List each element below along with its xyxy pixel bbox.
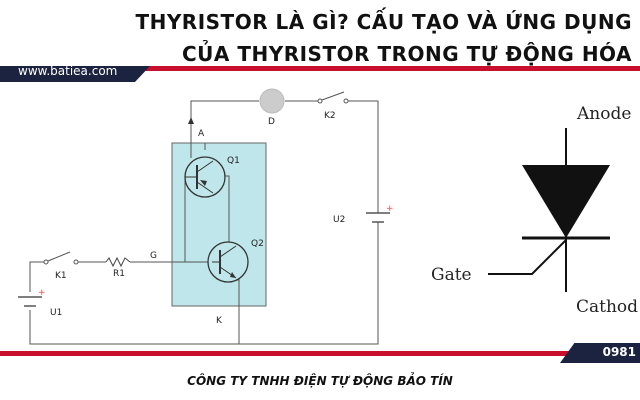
lamp-d	[259, 88, 285, 114]
label-k2: K2	[324, 111, 336, 121]
transistor-q1	[184, 156, 226, 198]
gate-label: Gate	[431, 265, 472, 285]
u2-plus-sign: +	[386, 204, 394, 214]
resistor-r1	[105, 256, 131, 268]
phone-number[interactable]: 0981	[602, 345, 636, 359]
bottom-banner-bar	[0, 343, 640, 363]
circuit-wires	[29, 100, 379, 345]
title-line-2: CỦA THYRISTOR TRONG TỰ ĐỘNG HÓA	[181, 42, 632, 66]
source-u1	[18, 296, 42, 307]
top-red-stripe	[0, 66, 640, 71]
anode-label: Anode	[576, 104, 631, 124]
anode-arrow	[188, 117, 194, 124]
company-name: CÔNG TY TNHH ĐIỆN TỰ ĐỘNG BẢO TÍN	[187, 374, 453, 388]
title-line-1: THYRISTOR LÀ GÌ? CẤU TẠO VÀ ỨNG DỤNG	[135, 10, 632, 34]
top-navy-tab	[0, 66, 150, 82]
label-d: D	[268, 117, 275, 127]
transistor-q2	[207, 241, 249, 283]
label-q1: Q1	[227, 156, 240, 166]
website-link[interactable]: www.batiea.com	[18, 64, 118, 78]
u1-plus-sign: +	[38, 288, 46, 298]
label-k: K	[216, 316, 223, 326]
switch-k2	[317, 91, 349, 104]
label-a: A	[198, 129, 205, 139]
thyristor-symbol	[488, 128, 610, 292]
label-u1: U1	[50, 308, 62, 318]
label-r1: R1	[113, 269, 125, 279]
label-k1: K1	[55, 271, 67, 281]
top-banner-bar	[0, 66, 640, 82]
label-g: G	[150, 251, 157, 261]
cathode-label: Cathod	[576, 297, 638, 317]
bottom-red-stripe	[0, 351, 640, 356]
bottom-navy-tab	[560, 343, 640, 363]
source-u2	[366, 198, 390, 240]
switch-k1	[43, 251, 79, 265]
label-q2: Q2	[251, 239, 264, 249]
label-u2: U2	[333, 215, 345, 225]
